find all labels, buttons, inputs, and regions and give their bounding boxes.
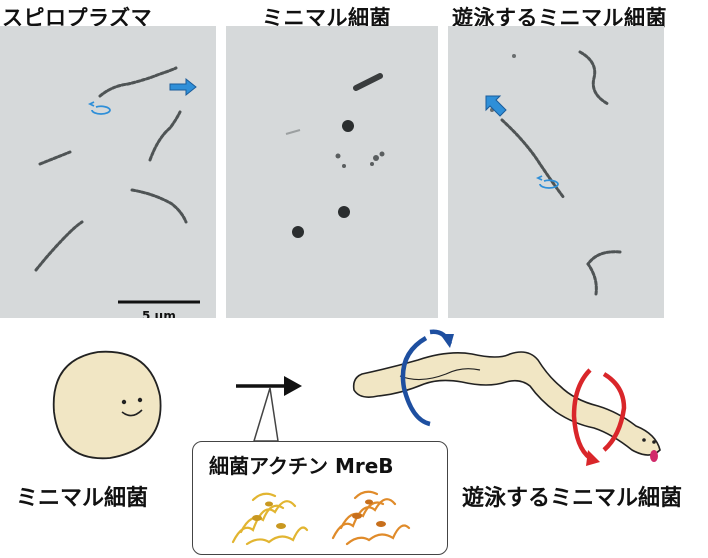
elongated-cell [352, 351, 661, 456]
spiroplasma-cell-left [38, 150, 72, 166]
spiroplasma-cell-right [148, 110, 182, 162]
rotation-arrow-blue-icon [400, 336, 431, 427]
minimal-cell-dot [338, 206, 350, 218]
label-minimal-bacteria: ミニマル細菌 [16, 486, 149, 511]
motion-arrow-icon [169, 77, 197, 97]
minimal-cell-dot [342, 120, 354, 132]
spiroplasma-cell-top [98, 66, 178, 98]
cell-smile [121, 409, 143, 417]
label-swimming-minimal-bacteria: 遊泳するミニマル細菌 [462, 486, 683, 511]
cell-tip [650, 450, 658, 462]
micrograph-spiroplasma: 5 µm [0, 26, 216, 318]
callout-title: 細菌アクチン MreB [209, 454, 394, 478]
minimal-cell-rod [353, 73, 383, 91]
rotation-arrow-icon [91, 105, 111, 115]
cell-eye [652, 440, 656, 444]
cell-eye [137, 397, 143, 403]
minimal-cell-dot [292, 226, 304, 238]
protein-structure-orange [331, 490, 411, 546]
protein-structure-yellow [231, 492, 309, 546]
spiroplasma-cell-lower-right [130, 188, 188, 224]
cell-eye [121, 399, 127, 405]
cell-eye [642, 438, 646, 442]
mreb-callout: 細菌アクチン MreB [192, 441, 448, 555]
cell-evolution-illustration [52, 329, 661, 466]
mreb-protein-structures [231, 490, 411, 546]
scale-bar-label: 5 µm [142, 309, 176, 318]
swimming-cell-bottom-right [586, 250, 622, 296]
motion-arrow-icon [485, 95, 507, 117]
micrograph-minimal-bacteria [226, 26, 438, 318]
micrograph-swimming-minimal-bacteria [448, 26, 664, 318]
rotation-arrow-red-icon [602, 372, 627, 452]
swimming-cell-center [500, 118, 566, 200]
swimming-cell-top-right [578, 50, 610, 106]
rotation-arrow-icon [539, 179, 559, 189]
spiroplasma-cell-bottom [34, 220, 84, 272]
round-cell [52, 350, 162, 460]
